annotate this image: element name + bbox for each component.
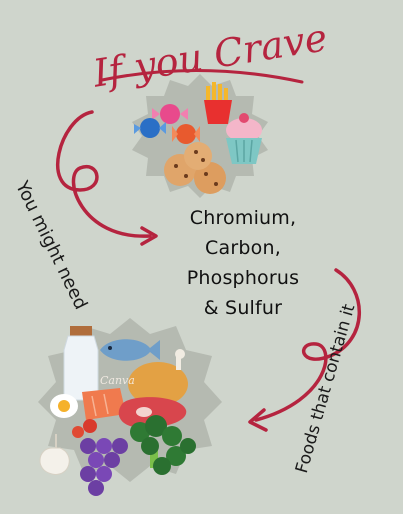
fries-icon <box>204 82 232 124</box>
nutrient-item: Carbon, <box>205 237 281 259</box>
left-loop-arrow <box>55 110 152 238</box>
broccoli-icon <box>130 415 196 475</box>
fish-icon <box>100 339 160 361</box>
grapes-icon <box>80 438 128 496</box>
junk-food-cluster-icon <box>132 74 268 198</box>
steak-icon <box>118 397 187 429</box>
nutrient-item: Phosphorus <box>186 267 300 289</box>
nutrient-list: Chromium, Carbon, Phosphorus & Sulfur <box>168 203 318 323</box>
left-arrowhead-icon <box>140 226 158 246</box>
canva-watermark: Canva <box>100 374 135 387</box>
cookies-icon <box>164 142 226 194</box>
salmon-icon <box>82 388 126 420</box>
right-loop-arrow <box>254 268 361 422</box>
egg-icon <box>50 394 78 418</box>
healthy-food-cluster-icon <box>38 318 222 496</box>
tomato-icon <box>72 419 97 438</box>
right-arrowhead-icon <box>248 408 268 432</box>
cupcake-icon <box>226 113 262 164</box>
chicken-icon <box>128 349 188 406</box>
candy-icon <box>134 104 200 144</box>
milk-bottle-icon <box>63 326 99 401</box>
nutrient-item: & Sulfur <box>203 297 283 319</box>
title-underline <box>100 68 304 84</box>
nutrient-item: Chromium, <box>189 207 297 229</box>
garlic-icon <box>39 434 70 475</box>
